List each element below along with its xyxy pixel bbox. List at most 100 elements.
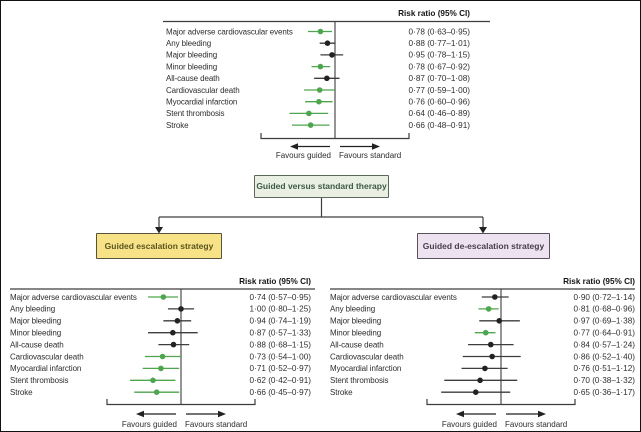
risk-ratio-value: 0·71 (0·52–0·97) bbox=[250, 364, 312, 373]
outcome-label: All-cause death bbox=[166, 74, 220, 83]
risk-ratio-value: 0·81 (0·68–0·96) bbox=[574, 305, 636, 314]
risk-ratio-value: 0·76 (0·60–0·96) bbox=[409, 98, 471, 107]
point-estimate-dot bbox=[329, 52, 335, 58]
favours-left-label: Favours guided bbox=[442, 420, 497, 429]
outcome-label: Cardiovascular death bbox=[166, 86, 240, 95]
outcome-label: Myocardial infarction bbox=[10, 364, 81, 373]
axis-bracket bbox=[106, 399, 256, 406]
flowchart-escalation-label: Guided escalation strategy bbox=[104, 240, 214, 251]
flowchart-deescalation-label: Guided de-escalation strategy bbox=[422, 240, 545, 251]
flowchart-root-label: Guided versus standard therapy bbox=[256, 181, 387, 192]
outcome-label: Stroke bbox=[330, 388, 353, 397]
favours-left-arrowhead bbox=[456, 410, 464, 418]
point-estimate-dot bbox=[324, 75, 330, 82]
outcome-label: Major adverse cardiovascular events bbox=[330, 293, 457, 302]
outcome-label: Stroke bbox=[166, 121, 189, 130]
risk-ratio-value: 0·86 (0·52–1·40) bbox=[574, 352, 636, 361]
risk-ratio-value: 0·84 (0·57–1·24) bbox=[574, 340, 636, 349]
point-estimate-dot bbox=[317, 28, 324, 35]
point-estimate-dot bbox=[160, 294, 167, 300]
outcome-label: All-cause death bbox=[330, 340, 384, 349]
point-estimate-dot bbox=[153, 389, 160, 396]
flowchart-box-escalation: Guided escalation strategy bbox=[96, 233, 222, 259]
risk-ratio-value: 0·74 (0·57–0·95) bbox=[250, 293, 312, 302]
outcome-label: Myocardial infarction bbox=[330, 364, 401, 373]
point-estimate-dot bbox=[485, 306, 492, 312]
point-estimate-dot bbox=[170, 341, 177, 348]
outcome-label: All-cause death bbox=[10, 340, 64, 349]
outcome-label: Minor bleeding bbox=[166, 62, 217, 71]
point-estimate-dot bbox=[158, 365, 164, 372]
risk-ratio-value: 0·95 (0·78–1·15) bbox=[409, 51, 471, 60]
risk-ratio-value: 0·90 (0·72–1·14) bbox=[574, 293, 636, 302]
favours-right-label: Favours standard bbox=[185, 420, 247, 429]
point-estimate-dot bbox=[174, 318, 181, 324]
favours-right-label: Favours standard bbox=[505, 420, 567, 429]
point-estimate-dot bbox=[306, 110, 312, 117]
risk-ratio-value: 0·94 (0·74–1·19) bbox=[250, 317, 312, 326]
risk-ratio-value: 0·88 (0·77–1·01) bbox=[409, 39, 471, 48]
outcome-label: Any bleeding bbox=[166, 39, 211, 48]
point-estimate-dot bbox=[178, 306, 184, 312]
point-estimate-dot bbox=[482, 329, 489, 336]
point-estimate-dot bbox=[159, 353, 166, 360]
point-estimate-dot bbox=[307, 122, 314, 128]
favours-right-label: Favours standard bbox=[339, 151, 401, 160]
flow-left-arrowhead bbox=[155, 227, 163, 234]
flowchart-box-deescalation: Guided de-escalation strategy bbox=[417, 233, 550, 259]
risk-ratio-value: 0·76 (0·51–1·12) bbox=[574, 364, 636, 373]
axis-bracket bbox=[426, 399, 576, 406]
risk-ratio-value: 1·00 (0·80–1·25) bbox=[250, 305, 312, 314]
risk-ratio-value: 0·97 (0·69–1·38) bbox=[574, 317, 636, 326]
point-estimate-dot bbox=[482, 365, 488, 372]
column-header: Risk ratio (95% CI) bbox=[563, 277, 635, 286]
risk-ratio-value: 0·73 (0·54–1·00) bbox=[250, 352, 312, 361]
flow-right-arrowhead bbox=[479, 227, 487, 234]
point-estimate-dot bbox=[489, 353, 495, 360]
risk-ratio-value: 0·78 (0·63–0·95) bbox=[409, 27, 471, 36]
column-header: Risk ratio (95% CI) bbox=[398, 9, 470, 18]
point-estimate-dot bbox=[324, 40, 331, 46]
outcome-label: Cardiovascular death bbox=[330, 352, 404, 361]
favours-right-arrowhead bbox=[218, 410, 226, 418]
axis-bracket bbox=[260, 133, 410, 140]
risk-ratio-value: 0·87 (0·70–1·08) bbox=[409, 74, 471, 83]
risk-ratio-value: 0·88 (0·68–1·15) bbox=[250, 340, 312, 349]
outcome-label: Major bleeding bbox=[166, 51, 217, 60]
favours-left-arrowhead bbox=[136, 410, 144, 418]
favours-left-arrowhead bbox=[290, 143, 298, 150]
risk-ratio-value: 0·66 (0·45–0·97) bbox=[250, 388, 312, 397]
point-estimate-dot bbox=[316, 98, 322, 105]
outcome-label: Major adverse cardiovascular events bbox=[10, 293, 137, 302]
risk-ratio-value: 0·65 (0·36–1·17) bbox=[574, 388, 636, 397]
point-estimate-dot bbox=[492, 294, 498, 300]
point-estimate-dot bbox=[472, 389, 479, 396]
outcome-label: Stent thrombosis bbox=[10, 376, 69, 385]
risk-ratio-value: 0·77 (0·64–0·91) bbox=[574, 329, 636, 338]
outcome-label: Myocardial infarction bbox=[166, 98, 237, 107]
point-estimate-dot bbox=[317, 63, 324, 70]
outcome-label: Cardiovascular death bbox=[10, 352, 84, 361]
risk-ratio-value: 0·87 (0·57–1·33) bbox=[250, 329, 312, 338]
outcome-label: Any bleeding bbox=[10, 305, 55, 314]
outcome-label: Major adverse cardiovascular events bbox=[166, 27, 293, 36]
risk-ratio-value: 0·62 (0·42–0·91) bbox=[250, 376, 312, 385]
favours-left-label: Favours guided bbox=[122, 420, 177, 429]
risk-ratio-value: 0·70 (0·38–1·32) bbox=[574, 376, 636, 385]
favours-right-arrowhead bbox=[538, 410, 546, 418]
favours-left-label: Favours guided bbox=[276, 151, 331, 160]
outcome-label: Any bleeding bbox=[330, 305, 375, 314]
outcome-label: Stroke bbox=[10, 388, 33, 397]
outcome-label: Major bleeding bbox=[10, 317, 61, 326]
point-estimate-dot bbox=[170, 329, 176, 336]
point-estimate-dot bbox=[316, 87, 323, 93]
outcome-label: Minor bleeding bbox=[10, 329, 61, 338]
risk-ratio-value: 0·78 (0·67–0·92) bbox=[409, 62, 471, 71]
outcome-label: Stent thrombosis bbox=[330, 376, 389, 385]
point-estimate-dot bbox=[150, 377, 156, 384]
risk-ratio-value: 0·64 (0·46–0·89) bbox=[409, 109, 471, 118]
risk-ratio-value: 0·77 (0·59–1·00) bbox=[409, 86, 471, 95]
point-estimate-dot bbox=[496, 318, 503, 324]
